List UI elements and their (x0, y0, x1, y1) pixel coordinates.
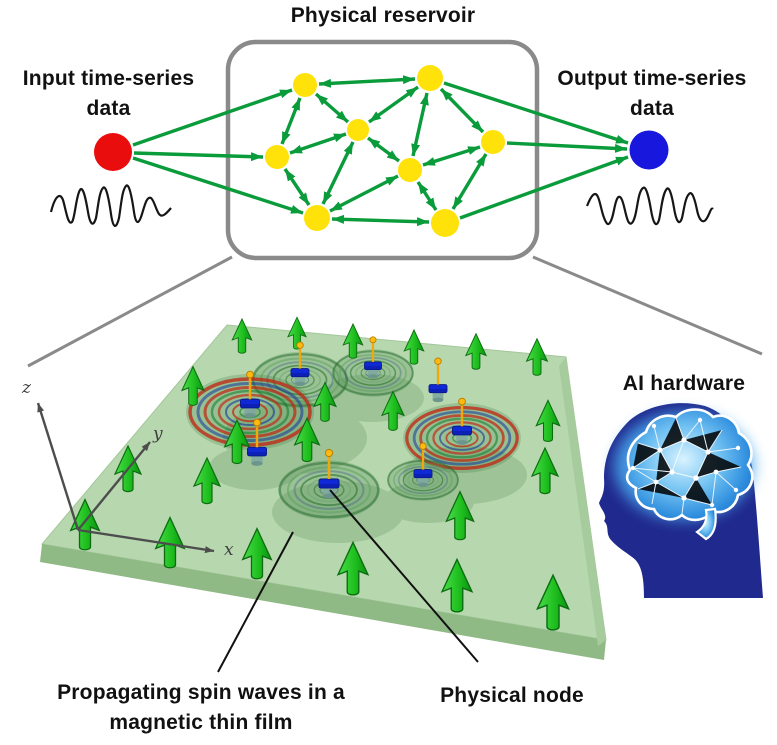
reservoir-node (347, 119, 369, 141)
zoom-connector-left (27, 255, 233, 368)
ai-hardware-graphic (599, 403, 763, 598)
output-waveform (585, 186, 714, 226)
reservoir-node (293, 73, 317, 97)
coordinate-axes (36, 402, 215, 554)
input-node (94, 133, 132, 171)
zoom-connector-right (532, 255, 763, 356)
physical-node-caption: Physical node (440, 684, 584, 707)
output-node (629, 130, 669, 170)
reservoir-node (265, 145, 289, 169)
input-label: Input time-series data (22, 67, 195, 120)
ai-hardware-label: AI hardware (622, 372, 746, 395)
physical-node-pointer-line (329, 489, 479, 663)
reservoir-node (481, 130, 505, 154)
reservoir-edges (132, 75, 629, 227)
x-axis (77, 528, 215, 554)
z-axis (36, 402, 80, 531)
output-label: Output time-series data (557, 67, 747, 120)
reservoir-node (398, 158, 422, 182)
z-axis-label: z (22, 378, 31, 398)
reservoir-node (304, 205, 330, 231)
y-axis (77, 441, 151, 531)
brain-stem (695, 507, 717, 541)
film-front-edge (40, 544, 606, 660)
reservoir-node (417, 65, 443, 91)
spin-wave-pointer-line (217, 531, 294, 673)
reservoir-nodes (265, 65, 505, 237)
reservoir-title: Physical reservoir (290, 4, 476, 27)
y-axis-label: y (153, 424, 163, 444)
film-right-edge (559, 357, 606, 646)
input-waveform (49, 184, 172, 227)
magnetic-thin-film (40, 316, 607, 660)
spin-waves-caption: Propagating spin waves in a magnetic thi… (57, 681, 345, 734)
x-axis-label: x (224, 540, 234, 560)
brain-network-nodes (630, 417, 741, 508)
reservoir-node (431, 209, 459, 237)
